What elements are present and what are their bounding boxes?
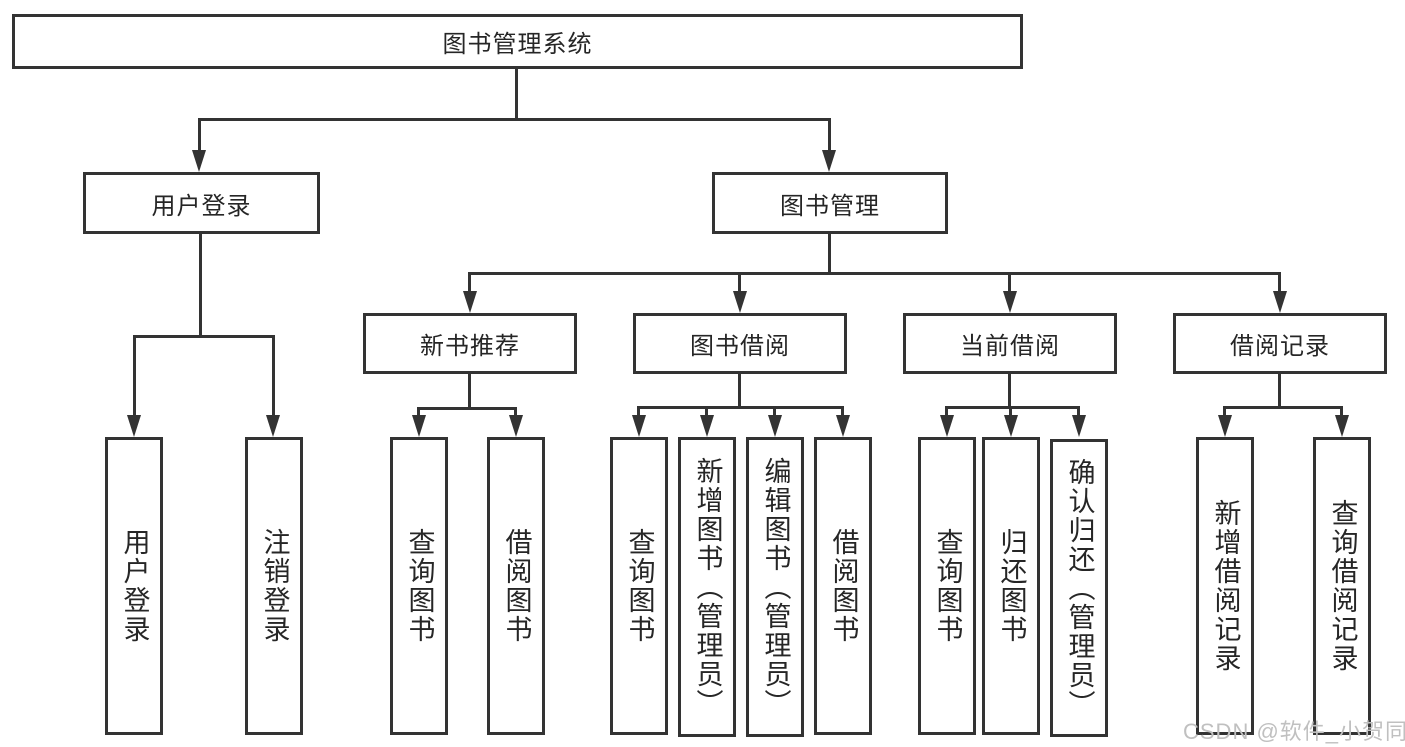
connector-borrow-rail (639, 406, 844, 409)
node-book-management: 图书管理 (712, 172, 948, 234)
connector-shaft (1278, 272, 1281, 296)
down-arrowhead (768, 415, 782, 437)
connector-records-drop (1278, 374, 1281, 406)
connector-shaft (1009, 406, 1012, 419)
connector-current-drop (1008, 374, 1011, 406)
connector-recommend-drop (468, 374, 471, 407)
connector-root-drop (515, 69, 518, 120)
connector-shaft (841, 406, 844, 419)
node-root-label: 图书管理系统 (442, 31, 593, 58)
down-arrowhead (1335, 415, 1349, 437)
connector-shaft (1340, 406, 1343, 419)
node-leaf-query-books-recommend: 查询图书 (390, 437, 448, 735)
node-leaf-logout-label: 注销登录 (259, 528, 290, 644)
connector-borrow-drop (738, 374, 741, 406)
node-leaf-confirm-return-admin-label: 确认归还（管理员） (1064, 457, 1095, 719)
connector-level3-rail (470, 272, 1281, 275)
node-borrow-records: 借阅记录 (1173, 313, 1387, 374)
down-arrowhead (700, 415, 714, 437)
connector-shaft (1223, 406, 1226, 419)
connector-shaft (773, 406, 776, 419)
connector-shaft (738, 272, 741, 296)
connector-shaft (468, 272, 471, 296)
node-leaf-logout: 注销登录 (245, 437, 303, 735)
node-leaf-add-borrow-record: 新增借阅记录 (1196, 437, 1254, 735)
connector-recommend-rail (419, 407, 517, 410)
node-book-borrow: 图书借阅 (633, 313, 847, 374)
down-arrowhead (733, 291, 747, 313)
connector-book-mgmt-drop (828, 234, 831, 272)
node-leaf-query-books-current: 查询图书 (918, 437, 976, 735)
node-leaf-query-borrow-record-label: 查询借阅记录 (1327, 499, 1358, 673)
down-arrowhead (632, 415, 646, 437)
node-leaf-borrow-books-borrow: 借阅图书 (814, 437, 872, 735)
down-arrowhead (836, 415, 850, 437)
down-arrowhead (509, 415, 523, 437)
node-leaf-query-borrow-record: 查询借阅记录 (1313, 437, 1371, 735)
down-arrowhead (1218, 415, 1232, 437)
node-user-login-branch-label: 用户登录 (151, 192, 252, 220)
down-arrowhead (266, 415, 280, 437)
connector-records-rail (1225, 406, 1343, 409)
node-leaf-borrow-books-recommend-label: 借阅图书 (501, 528, 532, 644)
down-arrowhead (940, 415, 954, 437)
connector-level2-rail (199, 118, 831, 121)
node-leaf-query-books-current-label: 查询图书 (932, 528, 963, 644)
down-arrowhead (1003, 291, 1017, 313)
down-arrowhead (127, 415, 141, 437)
down-arrowhead (463, 291, 477, 313)
down-arrowhead (412, 415, 426, 437)
node-leaf-return-book: 归还图书 (982, 437, 1040, 735)
node-leaf-user-login-label: 用户登录 (119, 528, 150, 644)
down-arrowhead (1004, 415, 1018, 437)
down-arrowhead (1072, 415, 1086, 437)
connector-shaft (133, 335, 136, 417)
node-leaf-confirm-return-admin: 确认归还（管理员） (1050, 439, 1108, 737)
down-arrowhead (192, 150, 206, 172)
connector-shaft (417, 407, 420, 419)
node-user-login-branch: 用户登录 (83, 172, 320, 234)
node-leaf-add-book-admin-label: 新增图书（管理员） (692, 456, 723, 718)
connector-user-login-rail (134, 335, 274, 338)
connector-shaft (637, 406, 640, 419)
node-leaf-borrow-books-borrow-label: 借阅图书 (828, 528, 859, 644)
node-root: 图书管理系统 (12, 14, 1023, 69)
connector-shaft (1077, 406, 1080, 419)
down-arrowhead (822, 150, 836, 172)
node-new-book-recommend: 新书推荐 (363, 313, 577, 374)
connector-user-login-drop (199, 234, 202, 335)
connector-shaft (945, 406, 948, 419)
watermark-text: CSDN @软件_小贺同学 (1183, 719, 1405, 744)
node-leaf-borrow-books-recommend: 借阅图书 (487, 437, 545, 735)
node-leaf-query-books-borrow-label: 查询图书 (624, 528, 655, 644)
node-leaf-edit-book-admin-label: 编辑图书（管理员） (760, 456, 791, 718)
node-book-borrow-label: 图书借阅 (690, 333, 790, 360)
node-current-borrow-label: 当前借阅 (960, 333, 1060, 360)
connector-shaft (272, 335, 275, 417)
connector-shaft (705, 406, 708, 419)
connector-current-rail (947, 406, 1080, 409)
node-leaf-user-login: 用户登录 (105, 437, 163, 735)
connector-shaft (1008, 272, 1011, 296)
node-borrow-records-label: 借阅记录 (1230, 333, 1330, 360)
connector-book-mgmt-shaft (828, 118, 831, 154)
node-new-book-recommend-label: 新书推荐 (420, 333, 520, 360)
down-arrowhead (1273, 291, 1287, 313)
node-leaf-add-book-admin: 新增图书（管理员） (678, 437, 736, 737)
node-leaf-query-books-recommend-label: 查询图书 (404, 528, 435, 644)
node-leaf-query-books-borrow: 查询图书 (610, 437, 668, 735)
node-leaf-return-book-label: 归还图书 (996, 528, 1027, 644)
connector-shaft (514, 407, 517, 419)
connector-user-login-shaft (198, 118, 201, 154)
node-current-borrow: 当前借阅 (903, 313, 1117, 374)
node-leaf-add-borrow-record-label: 新增借阅记录 (1210, 499, 1241, 673)
node-book-management-label: 图书管理 (780, 192, 880, 220)
node-leaf-edit-book-admin: 编辑图书（管理员） (746, 437, 804, 737)
